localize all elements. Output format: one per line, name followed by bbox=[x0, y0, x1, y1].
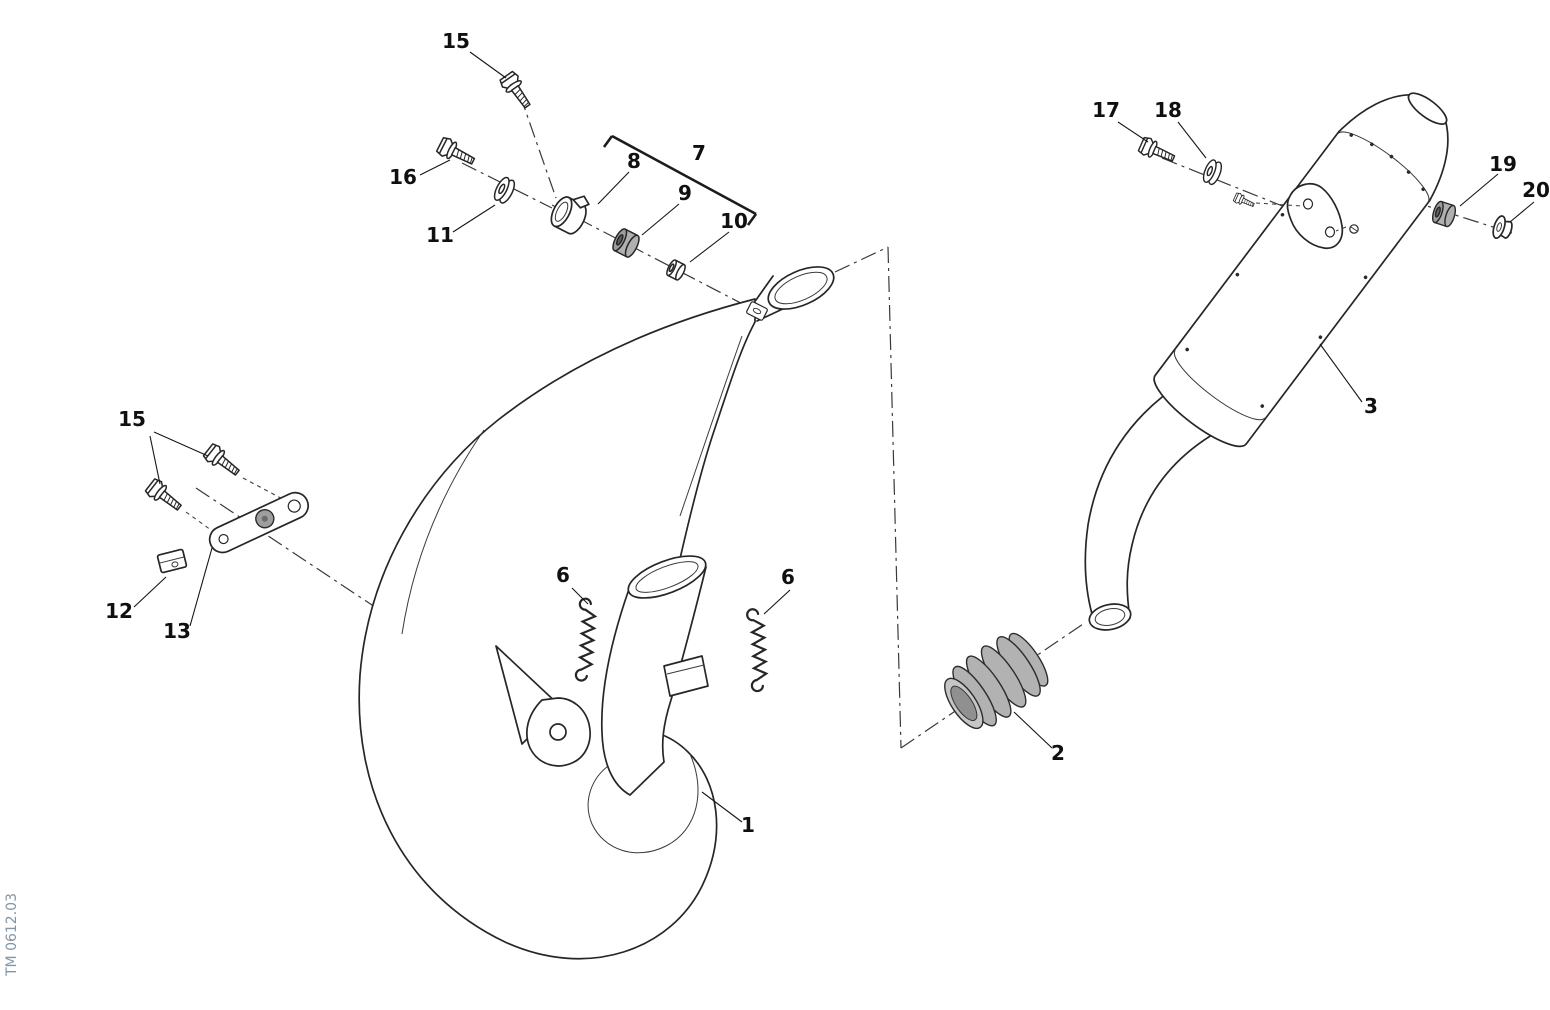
silencer-body bbox=[1153, 92, 1449, 448]
callout-bracket-group: 7 bbox=[692, 141, 706, 165]
support-bracket-13 bbox=[208, 491, 310, 554]
callout-bracket-left: 13 bbox=[163, 619, 191, 643]
callout-clip: 12 bbox=[105, 599, 133, 623]
callout-bushing-silencer: 19 bbox=[1489, 152, 1517, 176]
silencer-end-cap bbox=[1407, 92, 1448, 125]
spring-right bbox=[745, 607, 769, 693]
callout-screw-top: 15 bbox=[442, 29, 470, 53]
screw-15-left-a bbox=[201, 441, 244, 481]
header-opening bbox=[755, 266, 835, 322]
callout-screws-left: 15 bbox=[118, 407, 146, 431]
callout-washer-front: 11 bbox=[426, 223, 454, 247]
bracket-screw-icon bbox=[1232, 191, 1257, 211]
screw-15-left-b bbox=[143, 476, 186, 516]
screw-16 bbox=[435, 135, 479, 171]
mount-clamp-8 bbox=[550, 195, 590, 235]
callout-clamp: 8 bbox=[627, 149, 641, 173]
callout-bushing-front: 9 bbox=[678, 181, 692, 205]
bushing-9 bbox=[609, 226, 643, 260]
callout-sleeve: 2 bbox=[1051, 741, 1065, 765]
clip-nut-12 bbox=[156, 548, 188, 574]
bracket-7-group-line bbox=[602, 134, 758, 226]
washer-cap-20 bbox=[1492, 215, 1513, 239]
callout-cap-silencer: 20 bbox=[1522, 178, 1550, 202]
callout-screw-silencer: 17 bbox=[1092, 98, 1120, 122]
callout-spring-left: 6 bbox=[556, 563, 570, 587]
spacer-10 bbox=[664, 258, 688, 282]
silencer-inlet-tube bbox=[1084, 379, 1225, 631]
expansion-chamber-pipe bbox=[358, 266, 835, 960]
leader-lines bbox=[133, 51, 1535, 823]
callout-spring-right: 6 bbox=[781, 565, 795, 589]
stay-bracket-hole bbox=[549, 723, 567, 741]
callout-spacer: 10 bbox=[720, 209, 748, 233]
callout-screw-front: 16 bbox=[389, 165, 417, 189]
callout-washer-silencer: 18 bbox=[1154, 98, 1182, 122]
callout-silencer: 3 bbox=[1364, 394, 1378, 418]
drawing-code: TM 0612.03 bbox=[4, 893, 20, 977]
bracket-nut-icon bbox=[1349, 224, 1359, 234]
coupling-sleeve bbox=[944, 632, 1049, 730]
bushing-19 bbox=[1429, 199, 1459, 229]
spring-tab bbox=[663, 655, 709, 697]
callout-pipe: 1 bbox=[741, 813, 755, 837]
callout-labels: 15 16 11 8 9 10 7 15 12 13 6 6 1 2 3 17 … bbox=[105, 29, 1550, 837]
pipe-outlet-stub bbox=[495, 555, 709, 796]
header-flange-tab bbox=[746, 301, 768, 321]
rivets bbox=[1185, 133, 1425, 408]
silencer-mount-bracket bbox=[1232, 183, 1359, 250]
